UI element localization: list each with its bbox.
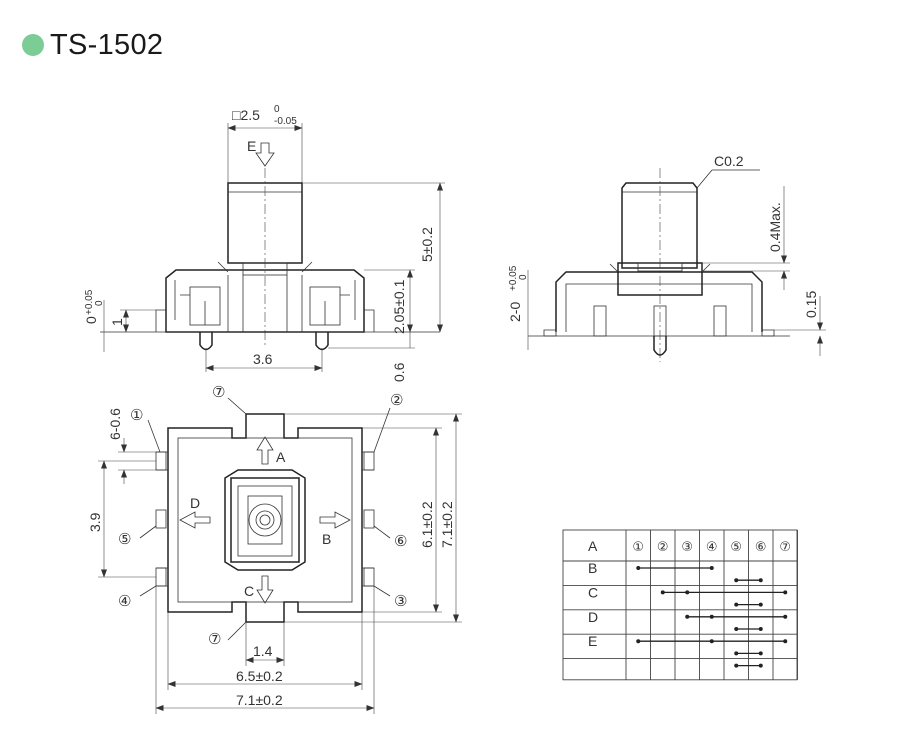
outer-height-dim: 7.1±0.2 — [439, 501, 455, 548]
connection-dot — [636, 566, 641, 570]
connection-dot — [709, 639, 714, 644]
connection-dot — [758, 651, 763, 656]
connection-dot — [709, 614, 714, 619]
table-column-header: ③ — [681, 539, 693, 554]
pin-label-4: ④ — [118, 593, 131, 610]
push-arrow-e-icon — [255, 142, 275, 167]
table-column-header: ① — [632, 539, 644, 554]
inner-width-dim: 6.5±0.2 — [236, 668, 283, 684]
dim-1: 1 — [109, 318, 125, 326]
connection-dot — [758, 627, 763, 631]
connection-dot — [783, 614, 788, 619]
chamfer-label: C0.2 — [714, 153, 744, 169]
direction-arrow-c-icon — [256, 575, 274, 604]
stem-max-dim: 0.4Max. — [767, 202, 783, 252]
connection-dot — [758, 578, 763, 583]
connection-dot — [685, 614, 690, 619]
connection-dot — [734, 627, 739, 631]
inner-height-dim: 6.1±0.2 — [419, 501, 435, 548]
side-base-tol-upper: +0.05 — [508, 265, 519, 291]
body-height-dim: 2.05±0.1 — [391, 279, 407, 334]
base-tol-lower: 0 — [94, 300, 105, 306]
connection-dot — [734, 651, 739, 656]
stem-tol-lower: -0.05 — [274, 116, 297, 127]
pin-label-6: ⑥ — [394, 533, 407, 550]
connection-dot — [783, 639, 788, 644]
table-column-header: ⑥ — [755, 539, 767, 554]
side-view: C0.2 0.4Max. 0.15 2-0 +0.05 0 — [507, 153, 826, 362]
connection-dot — [636, 639, 641, 644]
table-column-header: ② — [657, 539, 669, 554]
connection-dot — [758, 663, 763, 668]
tab-width-dim: 1.4 — [253, 643, 273, 659]
dir-label-a: A — [276, 449, 286, 465]
direction-arrow-b-icon — [319, 511, 351, 529]
side-base-tol-lower: 0 — [518, 274, 529, 280]
table-column-header: ④ — [706, 539, 718, 554]
table-row-label: B — [588, 560, 597, 576]
table-column-header: ⑦ — [779, 539, 791, 554]
stem-size-dim: □2.5 — [232, 107, 260, 123]
table-row-label: C — [588, 584, 598, 600]
thickness-dim: 0.15 — [803, 291, 819, 318]
total-height-dim: 5±0.2 — [419, 227, 435, 262]
pin-spacing-dim: 3.9 — [87, 512, 103, 532]
base-tol-value: 0 — [83, 316, 99, 324]
connection-dot — [783, 590, 788, 595]
table-row-label: A — [588, 538, 598, 554]
connection-dot — [734, 663, 739, 668]
direction-arrow-d-icon — [179, 511, 211, 529]
pin-label-5: ⑤ — [118, 531, 131, 548]
push-label-e: E — [247, 138, 256, 154]
page-title: TS-1502 — [50, 28, 164, 61]
connection-dot — [660, 590, 665, 595]
pin-length-dim: 0.6 — [391, 362, 407, 382]
table-frame — [562, 529, 798, 681]
base-tol-upper: +0.05 — [84, 289, 95, 315]
pin-label-7-top: ⑦ — [212, 384, 225, 401]
pin-width-dim: 6-0.6 — [107, 408, 123, 440]
direction-arrow-a-icon — [256, 436, 274, 465]
dir-label-d: D — [190, 495, 200, 511]
connection-dot — [685, 590, 690, 595]
dir-label-c: C — [244, 583, 254, 599]
table-row-label: D — [588, 609, 598, 625]
dir-label-b: B — [322, 531, 331, 547]
bullet-dot-icon — [22, 34, 44, 56]
pin-label-1: ① — [130, 407, 143, 424]
outer-width-dim: 7.1±0.2 — [236, 692, 283, 708]
connection-dot — [734, 578, 739, 583]
pin-pitch-dim: 3.6 — [253, 351, 273, 367]
front-view: E □2.5 0 -0.05 3.6 — [83, 104, 445, 382]
stem-tol-upper: 0 — [274, 104, 280, 115]
pin-label-3: ③ — [394, 593, 407, 610]
table-column-header: ⑤ — [730, 539, 742, 554]
bottom-view: A B C D ① ② ③ ④ ⑤ ⑥ ⑦ ⑦ 6-0.6 3.9 — [87, 384, 462, 714]
connection-dot — [734, 602, 739, 607]
page-header: TS-1502 — [22, 28, 163, 62]
side-base-value: 2-0 — [507, 302, 523, 322]
connection-dot — [758, 602, 763, 607]
pin-label-2: ② — [390, 392, 403, 409]
table-row-label: E — [588, 633, 597, 649]
connection-dot — [709, 566, 714, 570]
pin-label-7-bottom: ⑦ — [208, 631, 221, 648]
